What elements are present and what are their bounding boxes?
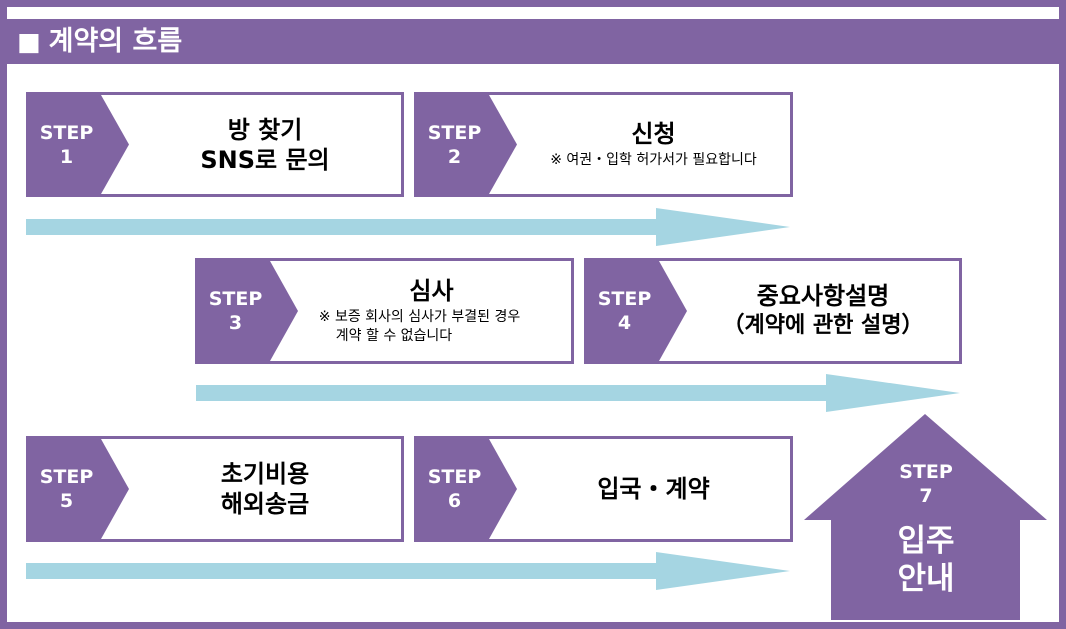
- step-note: ※ 보증 회사의 심사가 부결된 경우: [318, 309, 521, 325]
- square-bullet-icon: ■: [17, 27, 41, 56]
- step-label: STEP: [427, 466, 482, 488]
- step-subtitle: 안내: [897, 561, 955, 597]
- step-3-box: STEP 3 심사 ※ 보증 회사의 심사가 부결된 경우 계약 할 수 없습니…: [195, 258, 574, 364]
- step-title: 입국・계약: [597, 475, 710, 503]
- step-title: 중요사항설명: [756, 282, 890, 310]
- step-label: STEP: [427, 121, 482, 144]
- flow-arrow-row-2: [196, 374, 960, 412]
- step-subtitle: （계약에 관한 설명）: [722, 313, 924, 338]
- step-label: STEP: [208, 288, 263, 310]
- step-5-box: STEP 5 초기비용 해외송금: [26, 436, 404, 542]
- step-number: 4: [617, 312, 632, 334]
- step-1-box: STEP 1 방 찾기 SNS로 문의: [26, 92, 404, 197]
- page-title: 계약의 흐름: [48, 26, 183, 57]
- step-number: 6: [447, 490, 462, 512]
- step-2-box: STEP 2 신청 ※ 여권・입학 허가서가 필요합니다: [414, 92, 793, 197]
- step-number: 7: [919, 485, 933, 507]
- step-number: 5: [59, 490, 74, 512]
- step-number: 1: [59, 145, 74, 168]
- step-number: 3: [228, 312, 243, 334]
- step-number: 2: [447, 145, 462, 168]
- step-title: 초기비용: [220, 460, 310, 488]
- step-6-box: STEP 6 입국・계약: [414, 436, 793, 542]
- step-badge: STEP 6: [417, 465, 492, 513]
- step-title: 신청: [631, 120, 676, 148]
- step-title: 방 찾기: [227, 115, 303, 144]
- flow-arrow-row-3: [26, 552, 790, 590]
- step-label: STEP: [39, 466, 94, 488]
- step-badge: STEP 1: [29, 121, 104, 169]
- step-label: STEP: [899, 461, 953, 483]
- step-subtitle: 해외송금: [220, 490, 310, 518]
- step-badge: STEP 3: [198, 287, 273, 335]
- step-note-continued: 계약 할 수 없습니다: [335, 328, 453, 344]
- step-badge: STEP 2: [417, 121, 492, 169]
- step-7-content: STEP 7 입주 안내: [834, 460, 1018, 598]
- step-4-box: STEP 4 중요사항설명 （계약에 관한 설명）: [584, 258, 962, 364]
- flow-arrow-row-1: [26, 208, 790, 246]
- step-7-house-shape: [804, 414, 1047, 620]
- step-badge: STEP 4: [587, 287, 662, 335]
- step-label: STEP: [39, 121, 94, 144]
- step-label: STEP: [597, 288, 652, 310]
- step-title: 입주: [897, 523, 955, 559]
- step-note: ※ 여권・입학 허가서가 필요합니다: [550, 152, 757, 168]
- header-bar: ■계약의 흐름: [7, 19, 1059, 64]
- step-title: 심사: [409, 277, 454, 305]
- step-subtitle: SNS로 문의: [200, 145, 330, 174]
- top-strip: [7, 7, 1059, 19]
- step-badge: STEP 5: [29, 465, 104, 513]
